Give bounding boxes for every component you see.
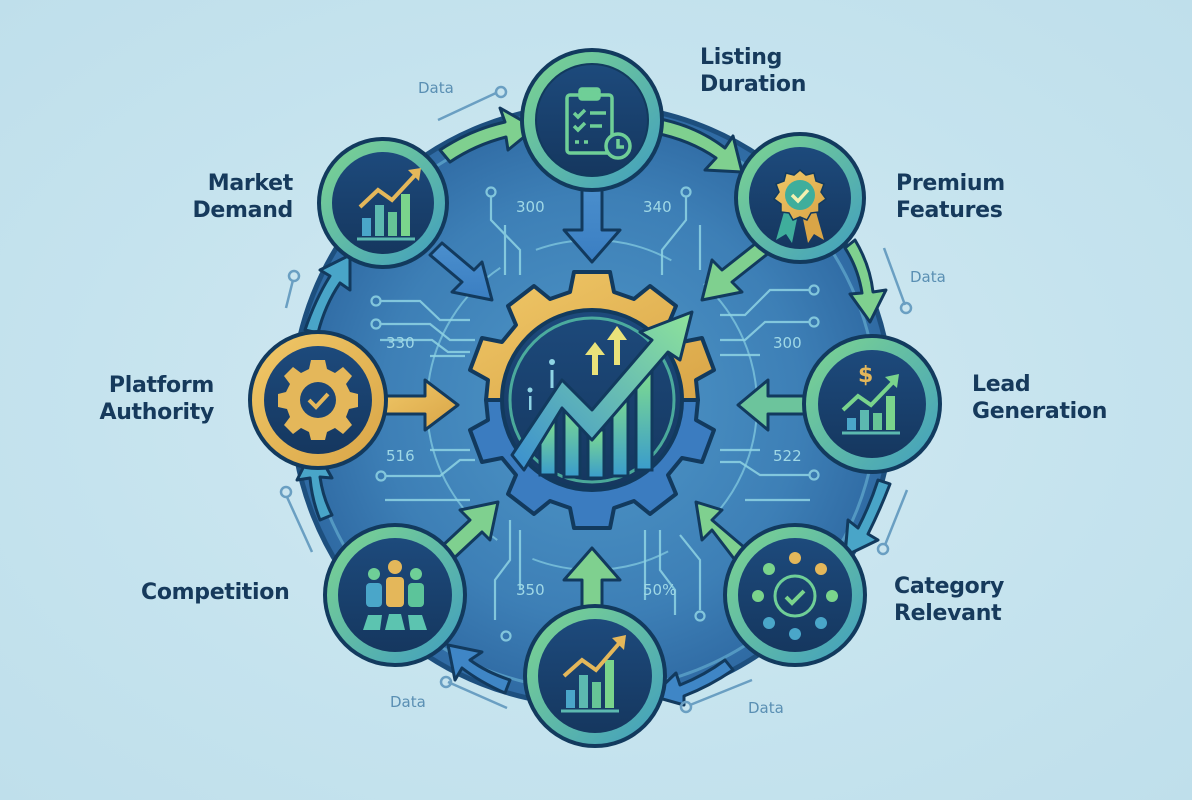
data-label: Data [418, 79, 454, 97]
data-label: Data [910, 268, 946, 286]
label-line: Demand [192, 198, 293, 223]
label-platform-authority: Platform Authority [90, 372, 214, 426]
circuit-number: 522 [773, 447, 802, 465]
bar-chart-growth-icon [561, 635, 626, 713]
label-line: Market [207, 171, 294, 196]
bar-chart-growth-icon [357, 168, 421, 241]
node-premium-features[interactable] [734, 132, 866, 264]
data-label: Data [390, 693, 426, 711]
dollar-growth-chart-icon: $ [841, 363, 900, 435]
label-lead-generation: Lead Generation [972, 371, 1107, 425]
node-listing-duration[interactable] [520, 48, 664, 192]
label-line: Duration [700, 72, 807, 97]
inward-arrows [378, 183, 807, 612]
circuit-number: 340 [643, 198, 672, 216]
label-line: Premium [896, 171, 1005, 196]
node-platform-authority[interactable] [248, 330, 388, 470]
center-gear-icon [468, 270, 716, 530]
gear-check-icon [278, 360, 358, 440]
network-check-icon [752, 552, 838, 640]
award-badge-icon [772, 169, 828, 243]
label-line: Lead [972, 372, 1031, 397]
data-label: Data [748, 699, 784, 717]
node-lead-generation[interactable]: $ [802, 334, 942, 474]
people-group-icon [363, 560, 427, 630]
label-line: Platform [108, 373, 214, 398]
cycle-arrows [295, 106, 892, 707]
label-line: Authority [99, 400, 214, 425]
circuit-number: 516 [386, 447, 415, 465]
label-premium-features: Premium Features [896, 170, 1005, 224]
label-competition: Competition [141, 579, 290, 606]
clipboard-clock-icon [565, 87, 632, 160]
node-bottom-growth[interactable] [523, 604, 667, 748]
svg-text:$: $ [858, 363, 873, 388]
label-category-relevant: Category Relevant [894, 573, 1004, 627]
circuit-number: 300 [516, 198, 545, 216]
data-connectors [279, 85, 913, 714]
circuit-number: 350 [516, 581, 545, 599]
node-competition[interactable] [323, 523, 467, 667]
circuit-number: 50% [643, 581, 677, 599]
circuit-traces [370, 186, 820, 642]
label-line: Generation [972, 399, 1108, 424]
label-line: Competition [141, 580, 290, 605]
label-line: Category [894, 574, 1005, 599]
label-listing-duration: Listing Duration [700, 44, 806, 98]
node-category-relevant[interactable] [723, 523, 867, 667]
circuit-number: 330 [386, 334, 415, 352]
node-market-demand[interactable] [317, 137, 449, 269]
circuit-number: 300 [773, 334, 802, 352]
label-line: Relevant [894, 601, 1002, 626]
label-market-demand: Market Demand [180, 170, 293, 224]
label-line: Features [896, 198, 1003, 223]
label-line: Listing [700, 45, 783, 70]
